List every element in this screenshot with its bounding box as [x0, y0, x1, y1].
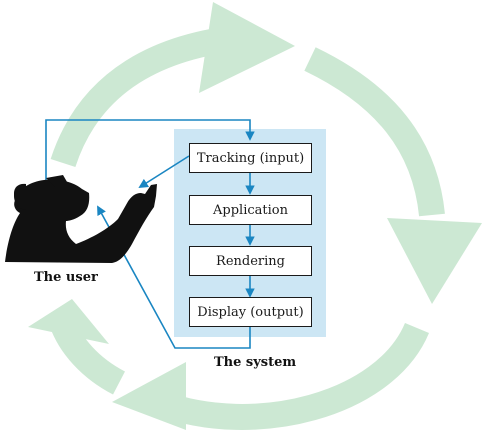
connector-user-to-tracking	[45, 119, 255, 180]
connector-tracking-to-hand	[138, 155, 190, 189]
step-tracking: Tracking (input)	[189, 143, 312, 173]
cycle-arrows	[28, 2, 482, 430]
connector-display-to-user	[97, 205, 251, 349]
cycle-arrow-right	[304, 47, 482, 304]
step-rendering: Rendering	[189, 246, 312, 276]
step-tracking-label: Tracking (input)	[196, 150, 305, 166]
cycle-arrow-left	[28, 299, 126, 395]
cycle-arrow-bottom	[112, 322, 429, 430]
system-caption: The system	[214, 355, 297, 370]
step-display-label: Display (output)	[197, 304, 304, 320]
step-application-label: Application	[213, 202, 288, 218]
user-silhouette	[5, 175, 157, 263]
step-display: Display (output)	[189, 297, 312, 327]
step-application: Application	[189, 195, 312, 225]
step-rendering-label: Rendering	[216, 253, 285, 269]
user-caption: The user	[34, 270, 98, 285]
cycle-arrow-top	[50, 2, 295, 168]
